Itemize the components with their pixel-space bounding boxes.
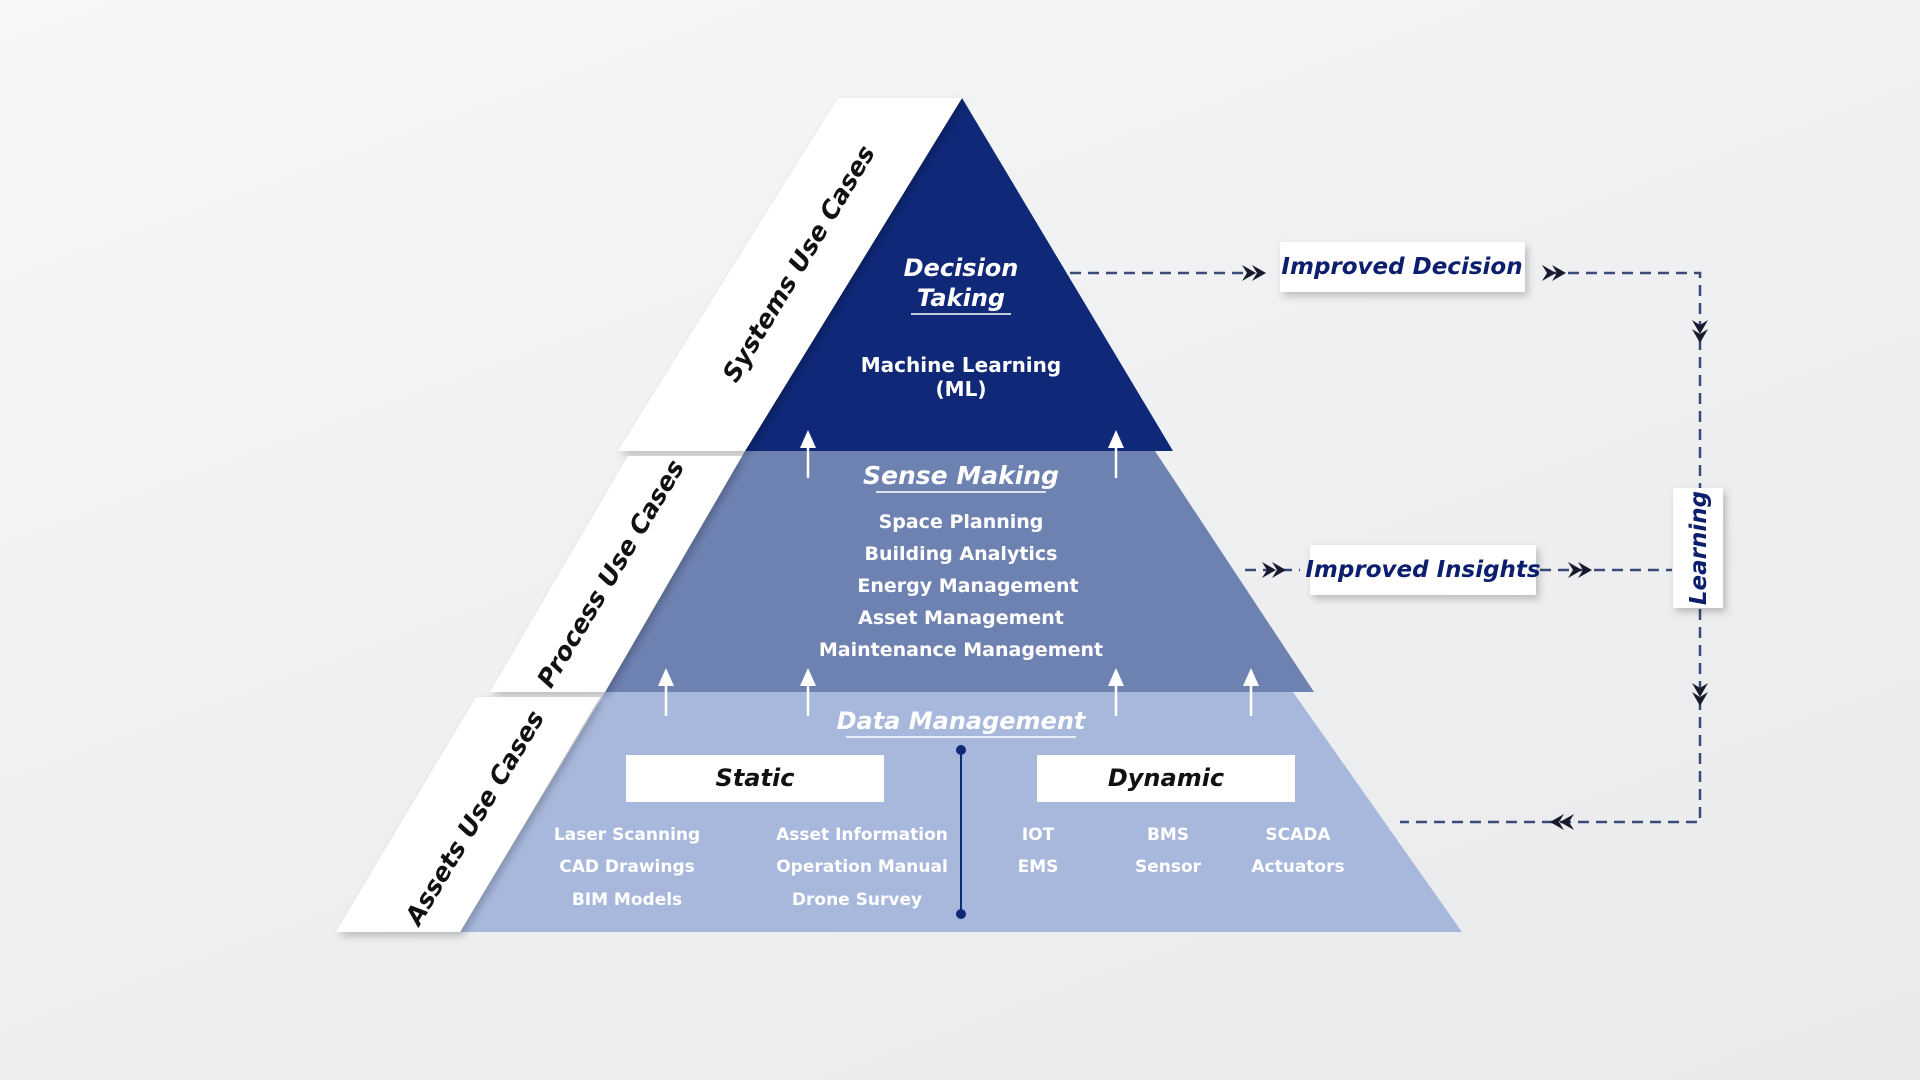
static-list: Laser Scanning CAD Drawings BIM Models A… — [554, 825, 948, 910]
up-arrow-icon — [800, 668, 816, 716]
list-item: Energy Management — [857, 575, 1078, 597]
chevron-down-icon — [1692, 683, 1708, 706]
chevrons — [1242, 265, 1708, 830]
list-item: CAD Drawings — [559, 857, 695, 877]
list-item: Asset Information — [776, 825, 948, 845]
static-label: Static — [716, 764, 795, 792]
side-strip-middle — [490, 456, 742, 692]
learning-label: Learning — [1686, 491, 1712, 605]
list-item: IOT — [1022, 825, 1055, 845]
sense-making-list: Space Planning Building Analytics Energy… — [819, 511, 1103, 661]
list-item: Laser Scanning — [554, 825, 700, 845]
up-arrow-icon — [1108, 668, 1124, 716]
up-arrow-icon — [1243, 668, 1259, 716]
improved-decision-box — [1280, 242, 1525, 292]
arrows-bottom-to-middle — [658, 668, 1259, 716]
arrows-middle-to-top — [800, 430, 1124, 478]
chevron-right-icon — [1262, 562, 1286, 578]
machine-learning-line1: Machine Learning — [861, 353, 1061, 377]
list-item: Asset Management — [858, 607, 1064, 629]
middle-tier — [605, 451, 1314, 692]
list-item: Actuators — [1251, 857, 1344, 877]
side-strip-top — [618, 98, 962, 451]
side-strip-bottom — [336, 697, 600, 932]
chevron-down-icon — [1692, 320, 1708, 343]
improved-decision-label: Improved Decision — [1281, 254, 1522, 280]
list-item: Maintenance Management — [819, 639, 1103, 661]
list-item: Building Analytics — [864, 543, 1057, 565]
improved-insights-box — [1310, 545, 1536, 595]
machine-learning-line2: (ML) — [936, 377, 987, 401]
dynamic-label: Dynamic — [1108, 764, 1224, 792]
dynamic-list: IOT EMS BMS Sensor SCADA Actuators — [1018, 825, 1345, 877]
list-item: Sensor — [1135, 857, 1202, 877]
list-item: Operation Manual — [776, 857, 948, 877]
up-arrow-icon — [1108, 430, 1124, 478]
learning-box — [1673, 488, 1723, 608]
decision-taking-title-line2: Taking — [917, 284, 1005, 312]
list-item: EMS — [1018, 857, 1059, 877]
up-arrow-icon — [800, 430, 816, 478]
chevron-left-icon — [1550, 814, 1574, 830]
list-item: Drone Survey — [792, 890, 922, 910]
category-divider — [956, 745, 966, 919]
decision-taking-title-line1: Decision — [904, 254, 1019, 282]
dynamic-box — [1037, 755, 1295, 802]
chevron-right-icon — [1568, 562, 1592, 578]
static-box — [626, 755, 884, 802]
list-item: BIM Models — [572, 890, 682, 910]
improved-insights-label: Improved Insights — [1305, 557, 1540, 583]
chevron-right-icon — [1542, 265, 1566, 281]
chevron-right-icon — [1242, 265, 1266, 281]
list-item: Space Planning — [879, 511, 1044, 533]
side-strip — [336, 98, 962, 932]
list-item: SCADA — [1265, 825, 1331, 845]
list-item: BMS — [1147, 825, 1189, 845]
sense-making-title: Sense Making — [863, 461, 1059, 490]
up-arrow-icon — [658, 668, 674, 716]
pyramid — [460, 98, 1462, 932]
data-management-title: Data Management — [837, 707, 1087, 735]
top-tier — [745, 98, 1173, 451]
